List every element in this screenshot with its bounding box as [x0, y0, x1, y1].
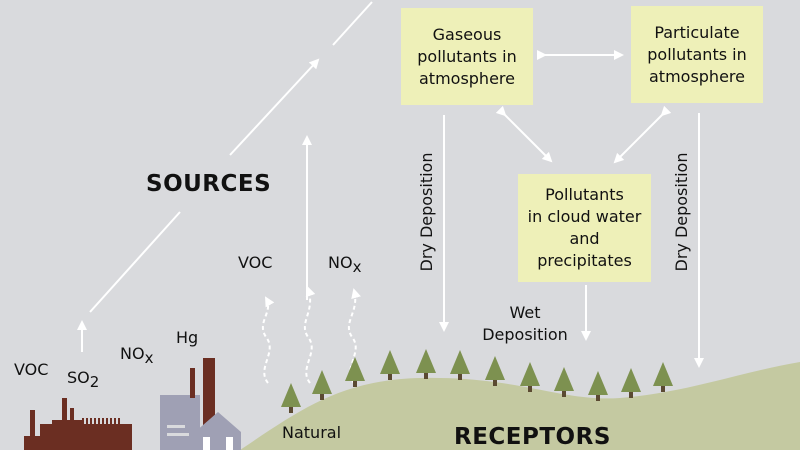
dry-deposition-left-label: Dry Deposition — [417, 152, 436, 272]
tree — [621, 368, 641, 398]
dry-deposition-right-label: Dry Deposition — [672, 152, 691, 272]
so2-label: SO2 — [67, 368, 99, 391]
factory — [24, 398, 132, 450]
voc-industrial-label: VOC — [14, 360, 49, 379]
natural-label: Natural — [282, 423, 342, 442]
tree — [281, 383, 301, 413]
nox-industrial-subscript: x — [144, 349, 154, 368]
tree — [485, 356, 505, 386]
tree — [554, 367, 574, 397]
power-plant — [160, 358, 241, 450]
trees — [281, 349, 673, 413]
so2-subscript: 2 — [89, 373, 100, 392]
nox-natural-label: NOx — [328, 253, 361, 276]
receptors-heading: RECEPTORS — [454, 424, 611, 450]
tree — [380, 350, 400, 380]
particulate-cloud-arrow — [613, 105, 672, 164]
tree — [416, 349, 436, 379]
tree — [345, 357, 365, 387]
nox-natural-text: NO — [328, 253, 353, 272]
tree — [312, 370, 332, 400]
particulate-pollutants-box: Particulate pollutants in atmosphere — [631, 6, 763, 103]
sources-heading: SOURCES — [146, 171, 272, 197]
nox-industrial-label: NOx — [120, 344, 153, 367]
gas-cloud-arrow — [495, 105, 553, 163]
hill — [240, 362, 800, 450]
wet-deposition-label: Wet Deposition — [482, 303, 568, 344]
tree — [653, 362, 673, 392]
gaseous-pollutants-box: Gaseous pollutants in atmosphere — [401, 8, 533, 105]
nox-natural-subscript: x — [352, 258, 362, 277]
source-arrow — [89, 1, 373, 313]
tree — [520, 362, 540, 392]
tree — [450, 350, 470, 380]
hg-label: Hg — [176, 328, 199, 347]
so2-text: SO — [67, 368, 90, 387]
tree — [588, 371, 608, 401]
natural-emission-arrows — [261, 286, 361, 384]
voc-natural-label: VOC — [238, 253, 273, 272]
nox-industrial-text: NO — [120, 344, 145, 363]
cloud-water-pollutants-box: Pollutants in cloud water and precipitat… — [518, 174, 651, 282]
